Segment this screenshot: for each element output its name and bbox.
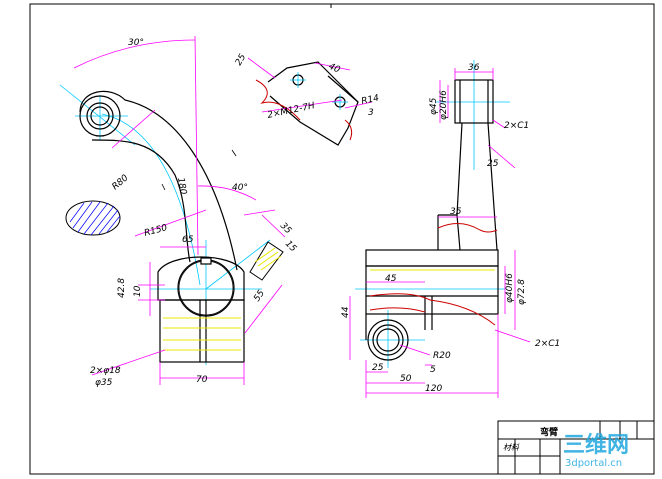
arm-outline bbox=[79, 90, 284, 363]
dim-35-arm: 35 bbox=[278, 221, 293, 236]
dim-40deg: 40° bbox=[232, 183, 248, 193]
dim-15: 15 bbox=[283, 239, 298, 254]
side-view: 36 φ45 φ20H6 2×C1 25 35 45 φ40H6 φ72.8 4… bbox=[341, 60, 560, 398]
arm-section-hatch bbox=[65, 200, 121, 236]
dim-180: 180 bbox=[175, 177, 188, 196]
arm-tick-marks bbox=[161, 149, 237, 191]
dim-30deg: 30° bbox=[128, 38, 144, 48]
dim-R14: R14 bbox=[361, 93, 381, 107]
title-block: 弯臂 材料 bbox=[497, 420, 655, 475]
dim-phi45: φ45 bbox=[429, 97, 439, 115]
dim-45: 45 bbox=[385, 274, 397, 284]
dim-5: 5 bbox=[430, 365, 436, 375]
dim-R80: R80 bbox=[111, 173, 131, 192]
dim-3: 3 bbox=[368, 108, 374, 118]
dim-70: 70 bbox=[196, 375, 208, 385]
dim-25-side: 25 bbox=[487, 159, 499, 169]
dim-R20: R20 bbox=[433, 351, 451, 361]
drawing-border bbox=[29, 3, 655, 475]
dim-phi72-8: φ72.8 bbox=[517, 279, 527, 305]
dim-65: 65 bbox=[182, 235, 194, 245]
dim-2x-M12: 2×M12-7H bbox=[267, 101, 316, 121]
dim-55: 55 bbox=[252, 288, 267, 303]
dim-10: 10 bbox=[133, 285, 143, 297]
side-dimension-lines bbox=[349, 68, 531, 398]
watermark-logo-text: 三维网 bbox=[563, 432, 629, 458]
dim-2x-phi18: 2×φ18 bbox=[90, 366, 121, 376]
arm-dimension-lines bbox=[73, 35, 286, 385]
side-outline bbox=[365, 79, 499, 361]
detail-view: 25 40 2×M12-7H R14 3 bbox=[234, 52, 381, 146]
dim-50: 50 bbox=[400, 374, 412, 384]
dim-36: 36 bbox=[468, 63, 480, 73]
dim-44: 44 bbox=[341, 306, 351, 318]
arm-hidden-lines bbox=[163, 247, 282, 351]
dim-25-detail: 25 bbox=[234, 52, 249, 67]
detail-dimension-lines bbox=[247, 57, 373, 113]
detail-centerlines bbox=[290, 72, 348, 110]
dim-R150: R150 bbox=[143, 223, 168, 239]
dim-42-8: 42.8 bbox=[117, 278, 127, 298]
dim-phi40H6: φ40H6 bbox=[505, 273, 515, 303]
watermark-url: 3dportal.cn bbox=[565, 458, 622, 469]
side-break-lines bbox=[369, 223, 498, 326]
title-block-part-name: 弯臂 bbox=[540, 426, 558, 438]
dim-25-bottom: 25 bbox=[372, 363, 384, 373]
dim-phi20H6: φ20H6 bbox=[439, 90, 449, 120]
dim-2xC1-bottom: 2×C1 bbox=[535, 339, 560, 349]
dim-35-side: 35 bbox=[450, 207, 462, 217]
dim-phi35: φ35 bbox=[95, 378, 113, 388]
dim-2xC1-top: 2×C1 bbox=[504, 121, 529, 131]
dim-40-detail: 40 bbox=[327, 62, 342, 76]
detail-break-line bbox=[255, 79, 353, 141]
dim-120: 120 bbox=[425, 384, 442, 394]
arm-front-view: 30° R80 180 R150 40° 65 35 15 42.8 10 55… bbox=[59, 35, 298, 388]
watermark: 三维网 3dportal.cn bbox=[563, 432, 629, 469]
title-block-label: 材料 bbox=[503, 443, 520, 452]
